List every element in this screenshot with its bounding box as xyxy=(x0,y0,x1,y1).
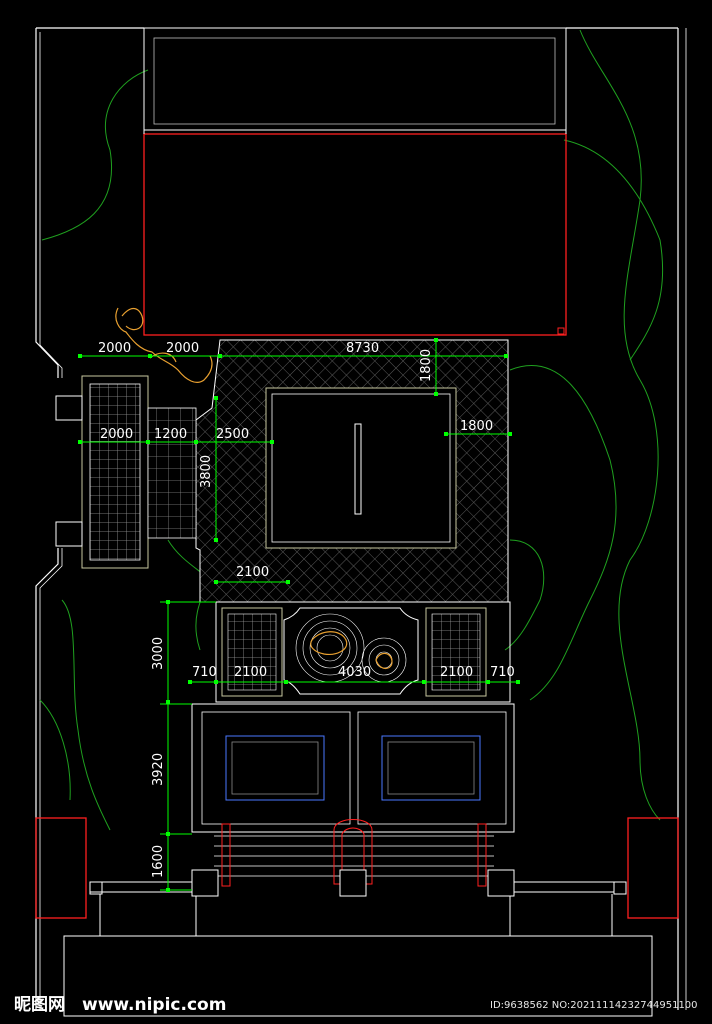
main-building xyxy=(143,27,567,336)
dim-label-3800: 3800 xyxy=(199,455,214,488)
entrance-gate xyxy=(35,817,679,1017)
dim-label-2000-top-right: 2000 xyxy=(166,341,199,356)
middle-zone xyxy=(215,601,511,703)
dim-label-2500: 2500 xyxy=(216,427,249,442)
dim-label-1600: 1600 xyxy=(151,845,166,878)
dim-label-8730: 8730 xyxy=(346,341,379,356)
dim-label-1800-right: 1800 xyxy=(460,419,493,434)
dim-label-1200: 1200 xyxy=(154,427,187,442)
dim-label-2100-left: 2100 xyxy=(234,665,267,680)
dim-label-2100-top: 2100 xyxy=(236,565,269,580)
dim-label-2000-top-left: 2000 xyxy=(98,341,131,356)
dimension-ticks xyxy=(78,338,520,892)
dim-label-2100-right: 2100 xyxy=(440,665,473,680)
dim-label-2000-mid: 2000 xyxy=(100,427,133,442)
dim-label-710-left: 710 xyxy=(192,665,217,680)
watermark-id: ID:9638562 NO:20211114232744951100 xyxy=(490,1000,698,1011)
dim-label-3920: 3920 xyxy=(151,753,166,786)
site-boundary xyxy=(35,27,687,1010)
lower-hall xyxy=(191,703,515,833)
dim-label-4030: 4030 xyxy=(338,665,371,680)
dim-label-3000: 3000 xyxy=(151,637,166,670)
watermark-logo: 昵图网 xyxy=(14,995,65,1015)
watermark-site: www.nipic.com xyxy=(82,995,226,1015)
dimension-lines xyxy=(80,340,520,891)
dim-label-1800-vertical: 1800 xyxy=(419,349,434,382)
left-pavilion xyxy=(55,375,197,569)
hatched-terrace xyxy=(195,339,509,603)
dim-label-710-right: 710 xyxy=(490,665,515,680)
